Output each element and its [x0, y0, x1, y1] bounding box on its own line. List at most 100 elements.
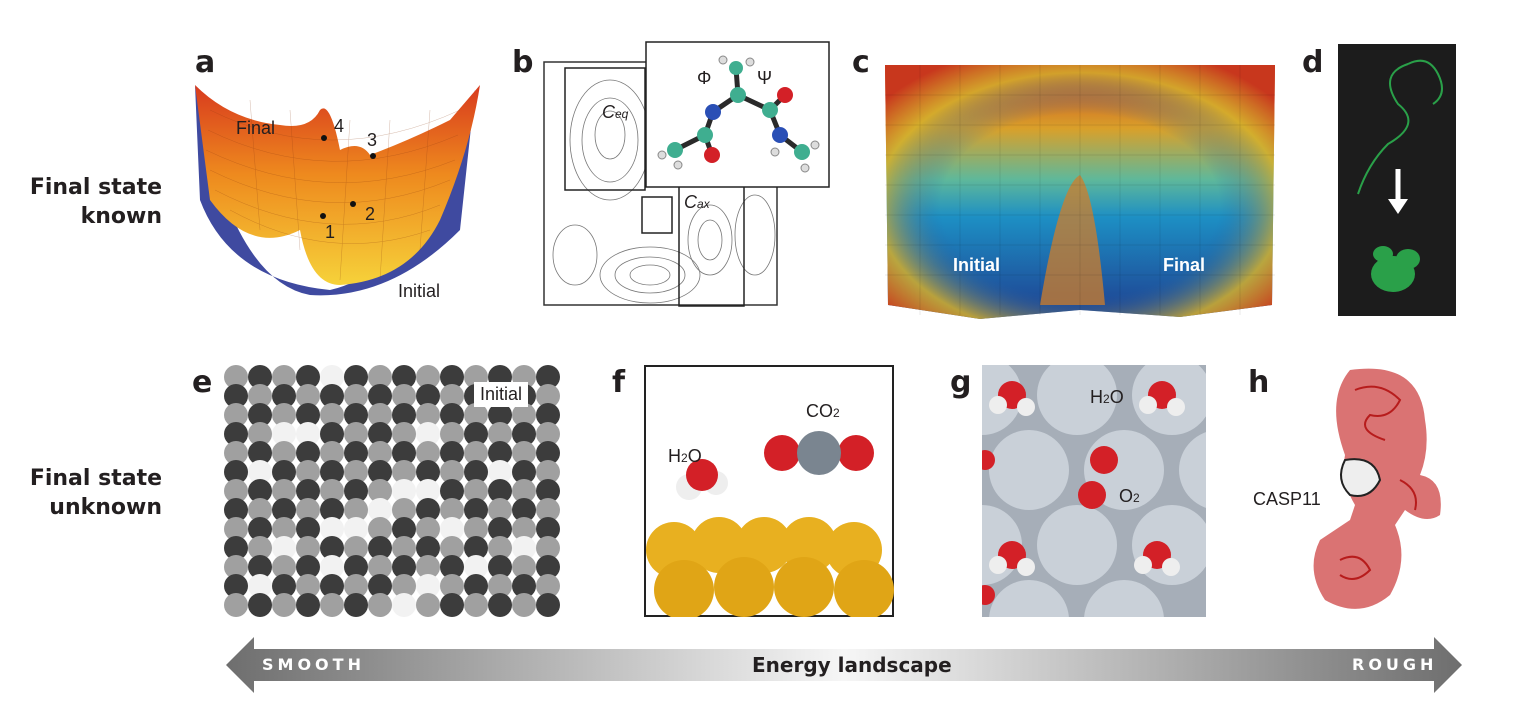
panel-f-h2o-sub: 2: [681, 451, 688, 465]
lattice-site: [296, 536, 320, 560]
lattice-site: [224, 593, 248, 617]
lattice-site: [440, 441, 464, 465]
panel-b-ceq-text: C: [602, 102, 615, 122]
lattice-site: [320, 517, 344, 541]
lattice-site: [248, 593, 272, 617]
panel-b-cax-label: Cax: [684, 192, 710, 213]
panel-e-initial-label: Initial: [474, 382, 529, 407]
panel-f-scene: [644, 365, 894, 617]
lattice-site: [392, 441, 416, 465]
lattice-site: [536, 460, 560, 484]
lattice-site: [488, 555, 512, 579]
lattice-site: [224, 574, 248, 598]
lattice-site: [344, 460, 368, 484]
lattice-site: [488, 441, 512, 465]
lattice-site: [224, 555, 248, 579]
lattice-site: [368, 365, 392, 389]
lattice-site: [392, 593, 416, 617]
lattice-site: [392, 460, 416, 484]
lattice-site: [248, 517, 272, 541]
panel-a-point-1: 1: [325, 222, 336, 242]
lattice-site: [536, 593, 560, 617]
lattice-site: [512, 422, 536, 446]
lattice-site: [488, 517, 512, 541]
lattice-site: [464, 460, 488, 484]
lattice-site: [416, 555, 440, 579]
lattice-site: [416, 403, 440, 427]
lattice-site: [224, 460, 248, 484]
lattice-site: [464, 517, 488, 541]
panel-g-h2o-sub: 2: [1103, 392, 1110, 406]
lattice-site: [272, 555, 296, 579]
lattice-site: [296, 498, 320, 522]
lattice-site: [344, 574, 368, 598]
panel-g-o2-label: O2: [1119, 486, 1140, 507]
lattice-site: [248, 574, 272, 598]
lattice-site: [392, 422, 416, 446]
lattice-site: [488, 536, 512, 560]
panel-a-point-3: 3: [367, 130, 378, 150]
lattice-site: [512, 593, 536, 617]
panel-b-ceq-label: Ceq: [602, 102, 628, 123]
panel-b-cax-sub: ax: [697, 197, 710, 211]
arrow-smooth-label: SMOOTH: [262, 655, 365, 674]
lattice-site: [536, 536, 560, 560]
lattice-site: [440, 479, 464, 503]
panel-letter-e: e: [192, 365, 213, 400]
row-label-known-line2: known: [80, 204, 162, 229]
lattice-site: [248, 460, 272, 484]
lattice-site: [224, 422, 248, 446]
lattice-site: [272, 479, 296, 503]
lattice-site: [464, 555, 488, 579]
lattice-site: [512, 574, 536, 598]
lattice-site: [344, 536, 368, 560]
panel-g-scene: [982, 365, 1206, 617]
lattice-site: [536, 403, 560, 427]
energy-landscape-arrow: [226, 637, 1462, 693]
lattice-site: [368, 536, 392, 560]
lattice-site: [536, 384, 560, 408]
lattice-site: [344, 593, 368, 617]
lattice-site: [344, 441, 368, 465]
center-box: [641, 196, 673, 234]
surface-top: [195, 85, 480, 285]
lattice-site: [368, 593, 392, 617]
lattice-site: [512, 555, 536, 579]
ceq-box: [564, 67, 646, 191]
lattice-site: [248, 384, 272, 408]
lattice-site: [224, 441, 248, 465]
panel-f-h2o-h: H: [668, 446, 681, 466]
panel-b-cax-text: C: [684, 192, 697, 212]
panel-letter-g: g: [950, 365, 972, 400]
panel-f-h2o-o: O: [687, 446, 702, 466]
lattice-site: [416, 498, 440, 522]
lattice-site: [224, 536, 248, 560]
lattice-site: [488, 479, 512, 503]
lattice-site: [536, 365, 560, 389]
lattice-site: [248, 555, 272, 579]
arrow-center-label: Energy landscape: [752, 653, 952, 677]
lattice-site: [320, 479, 344, 503]
lattice-site: [248, 422, 272, 446]
lattice-site: [512, 441, 536, 465]
lattice-site: [440, 365, 464, 389]
lattice-site: [368, 498, 392, 522]
lattice-site: [368, 441, 392, 465]
lattice-site: [272, 422, 296, 446]
lattice-site: [320, 460, 344, 484]
lattice-site: [464, 593, 488, 617]
lattice-site: [296, 441, 320, 465]
lattice-site: [368, 422, 392, 446]
lattice-site: [440, 384, 464, 408]
panel-letter-d: d: [1302, 45, 1324, 80]
lattice-site: [272, 384, 296, 408]
lattice-site: [344, 498, 368, 522]
lattice-site: [224, 365, 248, 389]
lattice-site: [512, 517, 536, 541]
lattice-site: [512, 403, 536, 427]
lattice-site: [512, 460, 536, 484]
panel-b-psi-label: Ψ: [757, 68, 773, 88]
panel-b-ceq-sub: eq: [615, 107, 629, 121]
lattice-site: [272, 593, 296, 617]
lattice-site: [296, 403, 320, 427]
